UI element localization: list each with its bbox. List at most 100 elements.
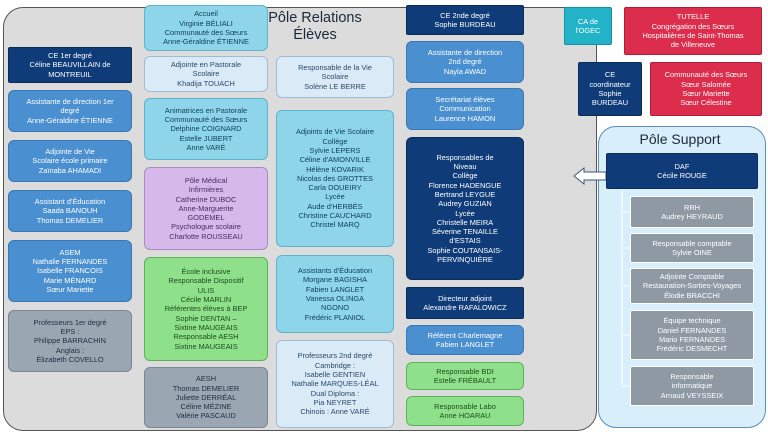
adj-vie-scolaire-line: Hélène KOVARIK — [306, 164, 364, 174]
adj-comptable-line: Adjointe Comptable — [659, 272, 725, 282]
asem-line: Nathalie FERNANDES — [32, 257, 108, 267]
ecole-inclusive-line: Responsable Dispositif — [168, 276, 244, 286]
resp-labo-line: Responsable Labo — [434, 401, 496, 411]
professeurs2-line: Isabelle GENTIEN — [304, 370, 366, 380]
professeurs2-line: Dual Diploma : — [310, 388, 360, 398]
resp-vie-scolaire-line: Scolaire — [321, 72, 349, 82]
professeurs1-line: EPS : — [60, 327, 80, 337]
daf-line: DAF — [674, 161, 690, 171]
adj-pastorale-line: Scolaire — [192, 69, 220, 79]
assist-dir1-line: Anne-Géraldine ÉTIENNE — [27, 115, 113, 125]
ce-coord-line: BURDEAU — [591, 98, 629, 108]
resp-labo-line: Anne HOARAU — [439, 411, 491, 420]
accueil-line: Communauté des Sœurs — [164, 28, 248, 37]
ce1-line: CE 1er degré — [48, 51, 92, 61]
ce-coord-line: coordinateur — [589, 79, 631, 89]
equipe-technique-line: Équipe technique — [663, 316, 721, 326]
assist-dir1-line: degré — [60, 106, 80, 116]
assist-education2-line: NGONO — [321, 303, 349, 313]
tutelle-line: TUTELLE — [676, 12, 710, 22]
assist-dir2-line: 2nd degré — [448, 57, 482, 67]
assist-education1-line: Assistant d'Éducation — [34, 197, 106, 207]
professeurs2-line: Professeurs 2nd degré — [297, 351, 373, 361]
ecole-inclusive-line: ULIS — [197, 285, 215, 295]
rrh-line: RRH — [683, 202, 700, 212]
ce2-line: Sophie BURDEAU — [434, 20, 496, 29]
animatrices-line: Delphine COIGNARD — [170, 124, 242, 134]
resp-informatique-line: informatique — [671, 381, 713, 391]
adj-vie-scolaire-line: Nicolas des GROTTES — [297, 173, 373, 183]
resp-informatique-line: Responsable — [670, 372, 714, 382]
assist-dir1-line: Assistante de direction 1er — [26, 97, 114, 107]
animatrices-line: Estelle JUBERT — [179, 133, 233, 143]
ce2-line: CE 2nde degré — [440, 10, 490, 20]
asem-line: Sœur Mariette — [46, 284, 94, 294]
adj-pastorale-line: Adjointe en Pastorale — [170, 60, 242, 70]
referent-charlemagne-line: Référent Charlemagne — [427, 330, 503, 340]
adj-vie-primaire-line: Scolaire école primaire — [32, 156, 108, 166]
equipe-technique-line: Daniel FERNANDES — [657, 325, 727, 335]
animatrices-line: Anne VARÉ — [186, 142, 226, 152]
assist-education1-line: Thomas DEMELIER — [36, 215, 104, 225]
asem-line: Isabelle FRANCOIS — [37, 266, 103, 276]
adj-vie-scolaire-line: Sylvie LEPERS — [309, 145, 361, 155]
accueil-line: Accueil — [194, 9, 218, 19]
assist-education1-line: Saada BANOUH — [42, 206, 98, 216]
professeurs2-line: Nathalie MARQUES-LÉAL — [291, 379, 379, 389]
professeurs1-line: Élizabeth COVELLO — [36, 354, 104, 364]
asem-line: Marie MÉNARD — [43, 275, 97, 285]
resp-informatique-line: Arnaud VEYSSEIX — [660, 390, 724, 400]
assist-education2-line: Vanessa OLINGA — [305, 294, 365, 303]
aesh-line: Céline MÉZINE — [180, 402, 232, 412]
aesh-line: AESH — [195, 374, 217, 384]
adj-comptable-line: Élodie BRACCHI — [664, 290, 720, 300]
adj-vie-primaire-line: Adjointe de Vie — [45, 147, 95, 157]
accueil-line: Anne-Géraldine ÉTIENNE — [163, 37, 249, 47]
pole-medical-line: Psychologue scolaire — [171, 222, 241, 232]
professeurs2-line: Pia NEYRET — [313, 397, 357, 407]
adj-vie-primaire-line: Zaïnaba AHAMADI — [38, 165, 102, 175]
assist-education2-line: Morgane BAGISHA — [302, 275, 368, 285]
communaute-line: Sœur Célestine — [680, 98, 732, 108]
accueil-line: Virginie BÉLIALI — [179, 18, 233, 28]
resp-niveau-line: d'ESTAIS — [449, 236, 481, 246]
resp-niveau-line: Responsables de — [436, 152, 494, 162]
assist-dir2-line: Assistante de direction — [427, 48, 503, 58]
rrh-line: Audrey HEYRAUD — [661, 212, 723, 221]
adj-vie-scolaire-line: Collège — [322, 136, 348, 146]
adj-vie-scolaire-line: Adjoints de Vie Scolaire — [296, 127, 374, 137]
communaute-line: Sœur Mariette — [682, 89, 730, 98]
resp-niveau-line: Lycée — [455, 208, 475, 218]
adj-comptable-line: Restauration-Sorties-Voyages — [642, 281, 742, 291]
resp-niveau-line: Audrey GUZIAN — [438, 199, 492, 209]
adj-vie-scolaire-line: Carla DOUEIRY — [308, 183, 362, 193]
resp-bdi-line: Responsable BDI — [436, 366, 494, 376]
professeurs1-line: Philippe BARRACHIN — [34, 336, 106, 346]
resp-niveau-line: Bertrand LEYGUE — [434, 189, 496, 199]
tutelle-line: Hospitalières de Saint-Thomas — [642, 31, 744, 40]
aesh-line: Thomas DEMELIER — [172, 383, 240, 393]
resp-vie-scolaire-line: Responsable de la Vie — [298, 63, 372, 73]
daf-line: Cécile ROUGE — [657, 171, 707, 180]
